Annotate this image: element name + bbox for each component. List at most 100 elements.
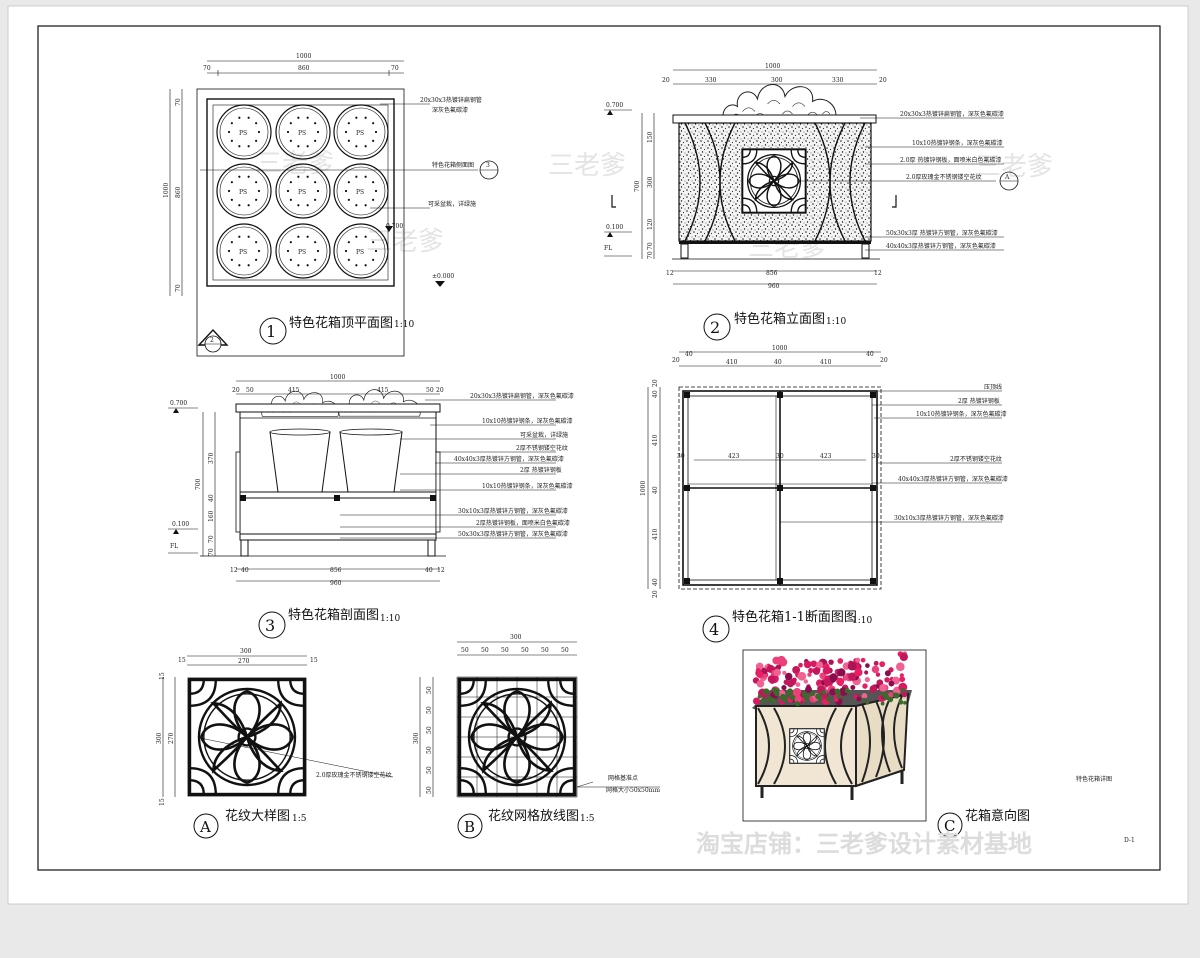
dim: 856	[766, 270, 778, 277]
dim: 70	[647, 251, 654, 259]
dim: 700	[634, 180, 641, 192]
view-letter-circle	[457, 813, 483, 839]
paper	[7, 5, 1189, 905]
dim: 15	[159, 798, 166, 806]
view-scale: 1:5	[580, 814, 595, 824]
pot-label: PS	[356, 249, 364, 256]
elevation: 0.700	[170, 400, 187, 407]
dim: 50	[481, 647, 489, 654]
view-number: 1	[266, 322, 276, 341]
dim: 15	[159, 672, 166, 680]
dim: 423	[820, 453, 832, 460]
view-letter: B	[464, 818, 475, 836]
plant-pot: PS	[216, 223, 272, 279]
callout-label: 3	[486, 162, 490, 169]
sheet-number: D-1	[1124, 837, 1135, 844]
dim: 40	[685, 351, 693, 358]
view-number: 4	[709, 620, 719, 639]
plant-pot: PS	[216, 163, 272, 219]
note: 30x10x3厚热镀锌方钢管，深灰色氟碳漆	[894, 514, 1004, 522]
dim: 415	[377, 387, 389, 394]
note: 50x30x3厚 热镀锌方钢管，深灰色氟碳漆	[886, 229, 998, 237]
dim: 40	[425, 567, 433, 574]
pot-label: PS	[239, 189, 247, 196]
dim: 40	[241, 567, 249, 574]
plant-pot: PS	[275, 163, 331, 219]
dim: 50	[426, 686, 433, 694]
view-scale: 1:10	[826, 317, 846, 327]
dim: 700	[195, 478, 202, 490]
note: 2.0厚玫瑰金不锈钢镂空花纹	[906, 173, 982, 181]
view-scale: 1:10	[852, 616, 872, 626]
dim: 856	[330, 567, 342, 574]
view-title: 特色花箱剖面图	[288, 607, 379, 623]
dim: 12	[230, 567, 238, 574]
dim: 50	[461, 647, 469, 654]
note: 2厚 热镀锌钢板	[958, 397, 1000, 405]
note: 20x30x3热镀锌扁钢管	[420, 96, 482, 104]
elevation: 0.100	[606, 224, 623, 231]
dim: 410	[820, 359, 832, 366]
dim: 20	[662, 77, 670, 84]
note: 40x40x3厚热镀锌方钢管，深灰色氟碳漆	[886, 242, 996, 250]
view-title: 特色花箱1-1断面图图	[732, 609, 857, 625]
view-title: 特色花箱立面图	[734, 311, 825, 327]
dim: 1000	[640, 481, 647, 496]
view-scale: 1:10	[394, 320, 414, 330]
watermark: 三老爹	[548, 151, 626, 181]
dim: 300	[510, 634, 522, 641]
dim: 50	[426, 387, 434, 394]
dim: 150	[647, 131, 654, 143]
dim: 50	[561, 647, 569, 654]
note: 20x30x3热镀锌扁钢管，深灰色氟碳漆	[900, 110, 1004, 118]
dim: 50	[246, 387, 254, 394]
note: 20x30x3热镀锌扁钢管，深灰色氟碳漆	[470, 392, 574, 400]
note: 可采盆栽，详绿施	[428, 200, 476, 208]
view-letter: A	[199, 818, 211, 836]
callout-label: A	[1004, 174, 1010, 181]
floor-level: FL	[170, 543, 178, 550]
dim: 50	[426, 766, 433, 774]
dim: 1000	[296, 53, 311, 60]
dim: 410	[652, 528, 659, 540]
view-letter: C	[944, 817, 955, 835]
watermark: 三老爹	[256, 149, 334, 179]
view-title: 花箱意向图	[965, 808, 1030, 824]
view-number-circle	[703, 313, 731, 341]
dim: 160	[208, 510, 215, 522]
dim: 410	[726, 359, 738, 366]
section-mark: 2	[210, 337, 214, 344]
dim: 330	[832, 77, 844, 84]
view-number: 2	[710, 318, 720, 337]
dim: 40	[208, 494, 215, 502]
dim: 50	[426, 786, 433, 794]
view-number-circle	[258, 611, 286, 639]
pot-label: PS	[239, 249, 247, 256]
watermark: 三老爹	[366, 227, 444, 257]
note: 网格大小50x50mm	[606, 786, 660, 794]
dim: 960	[768, 283, 780, 290]
dim: 415	[288, 387, 300, 394]
view-number-circle	[259, 317, 287, 345]
dim: 20	[879, 77, 887, 84]
view-number-circle	[702, 615, 730, 643]
dim: 960	[330, 580, 342, 587]
drawing-border	[37, 25, 1161, 871]
dim: 20	[880, 357, 888, 364]
dim: 12	[437, 567, 445, 574]
note: 10x10热镀锌钢条，深灰色氟碳漆	[912, 139, 1003, 147]
view-title: 花纹大样图	[225, 808, 290, 824]
dim: 20	[232, 387, 240, 394]
dim: 1000	[765, 63, 780, 70]
elevation: ±0.000	[432, 273, 454, 280]
view-pattern-detail: 300 15 270 15 15 300 270 15 2.0厚玫瑰金不锈钢镂空…	[156, 648, 394, 839]
view-scale: 1:5	[292, 814, 307, 824]
store-watermark: 淘宝店铺：三老爹设计素材基地	[696, 830, 1032, 858]
view-pattern-grid: 300 50 50 50 50 50 50 50 50 50 300 50 50…	[413, 634, 660, 839]
elevation: 0.100	[172, 521, 189, 528]
dim: 15	[178, 657, 186, 664]
dim: 50	[521, 647, 529, 654]
